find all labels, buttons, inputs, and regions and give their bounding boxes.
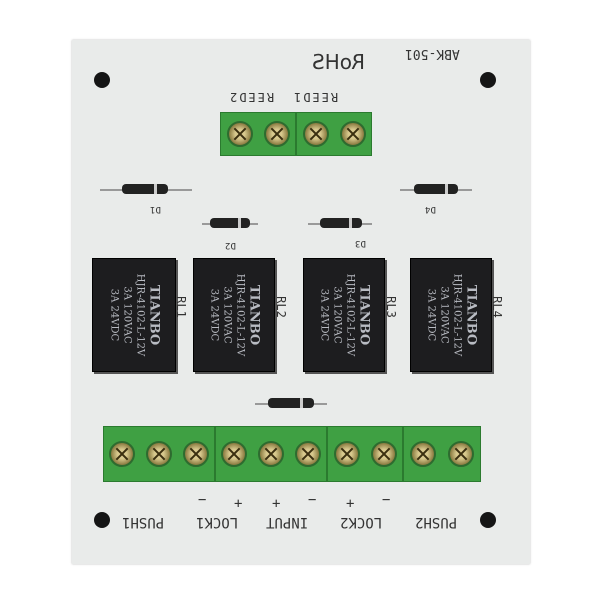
rl2-label: RL2 xyxy=(273,296,288,318)
screw xyxy=(339,121,366,147)
rl1-label: RL1 xyxy=(173,296,188,318)
lock1-label: LOCK1 xyxy=(196,514,239,530)
diode-d3 xyxy=(320,218,362,228)
plus-sign: + xyxy=(272,496,281,512)
lock1-input-terminal xyxy=(215,426,327,482)
screw xyxy=(263,121,290,147)
reed2-terminal xyxy=(220,112,296,156)
screw xyxy=(302,121,329,147)
rohs-label: RoHS xyxy=(312,50,365,74)
input-label: INPUT xyxy=(266,514,309,530)
mounting-hole xyxy=(480,72,496,88)
rl3-label: RL3 xyxy=(383,296,398,318)
d4-label: D4 xyxy=(425,204,436,214)
plus-sign: + xyxy=(234,496,243,512)
model-label: ABK-501 xyxy=(405,46,460,61)
push1-terminal xyxy=(103,426,215,482)
lock2-terminal xyxy=(327,426,403,482)
reed1-label: REED1 xyxy=(292,90,339,104)
minus-sign: − xyxy=(308,492,317,508)
mounting-hole xyxy=(94,72,110,88)
push2-label: PUSH2 xyxy=(415,514,458,530)
d3-label: D3 xyxy=(355,238,366,248)
diode-d4 xyxy=(414,184,458,194)
plus-sign: + xyxy=(346,496,355,512)
mounting-hole xyxy=(94,512,110,528)
push1-label: PUSH1 xyxy=(122,514,165,530)
push2-terminal xyxy=(403,426,481,482)
screw xyxy=(226,121,253,147)
rl4-label: RL4 xyxy=(489,296,504,318)
mounting-hole xyxy=(480,512,496,528)
minus-sign: − xyxy=(382,492,391,508)
diode xyxy=(268,398,314,408)
diode-d2 xyxy=(210,218,250,228)
d1-label: D1 xyxy=(150,204,161,214)
reed1-terminal xyxy=(296,112,372,156)
diode-d1 xyxy=(122,184,168,194)
d2-label: D2 xyxy=(225,240,236,250)
lock2-label: LOCK2 xyxy=(340,514,383,530)
reed2-label: REED2 xyxy=(228,90,275,104)
minus-sign: − xyxy=(198,492,207,508)
